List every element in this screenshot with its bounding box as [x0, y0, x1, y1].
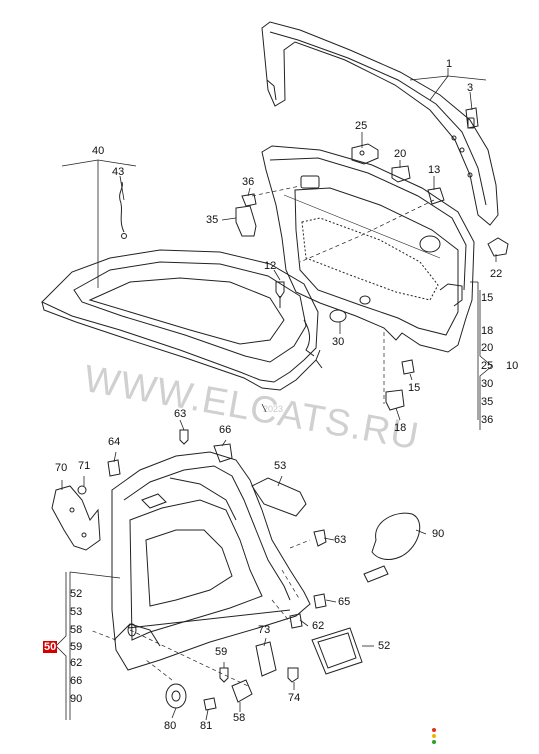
status-dot-red	[432, 728, 436, 732]
part-90-strap[interactable]	[363, 512, 421, 583]
part-62-clip[interactable]	[289, 613, 303, 629]
part-70-bracket[interactable]	[51, 485, 101, 551]
group10-item[interactable]: 15	[481, 292, 494, 304]
group50-item[interactable]: 53	[70, 606, 83, 618]
callout-73[interactable]: 73	[258, 624, 271, 636]
callout-43[interactable]: 43	[112, 166, 125, 178]
dashed-guides	[89, 185, 435, 687]
part-58-cap[interactable]	[231, 679, 253, 703]
part-12-screw[interactable]	[275, 281, 285, 308]
callout-20[interactable]: 20	[394, 148, 407, 160]
group10-total[interactable]: 10	[506, 360, 519, 372]
group10-item[interactable]: 35	[481, 396, 494, 408]
part-66-retainer[interactable]	[213, 443, 233, 463]
callout-58[interactable]: 58	[233, 712, 246, 724]
brace-group50	[55, 572, 67, 720]
callout-40[interactable]: 40	[92, 145, 105, 157]
parcel-shelf[interactable]	[41, 181, 323, 391]
part-22-lamp[interactable]	[487, 237, 509, 257]
callout-64[interactable]: 64	[108, 436, 121, 448]
callout-52[interactable]: 52	[378, 640, 391, 652]
part-3-buffer[interactable]	[465, 107, 479, 129]
callout-66[interactable]: 66	[219, 424, 232, 436]
part-52-cover[interactable]	[311, 627, 363, 675]
leader-lines	[61, 68, 497, 721]
group50-total[interactable]: 50	[43, 641, 58, 653]
callout-35[interactable]: 35	[206, 214, 219, 226]
part-35-cover[interactable]	[235, 205, 257, 237]
callout-74[interactable]: 74	[288, 692, 301, 704]
part-65-clip[interactable]	[313, 593, 327, 609]
part-64-clip[interactable]	[107, 459, 121, 477]
callout-63[interactable]: 63	[174, 408, 187, 420]
tailgate-trim-panel[interactable]	[261, 145, 475, 353]
part-63b-screw[interactable]	[313, 529, 327, 547]
part-36-clip[interactable]	[241, 193, 257, 207]
callout-1[interactable]: 1	[446, 58, 453, 70]
callout-63b[interactable]: 63	[334, 534, 347, 546]
part-73-bracket[interactable]	[255, 641, 277, 677]
group50-item[interactable]: 59	[70, 641, 83, 653]
group50-item[interactable]: 62	[70, 657, 83, 669]
status-dot-yellow	[432, 734, 436, 738]
group50-item[interactable]: 90	[70, 693, 83, 705]
callout-90[interactable]: 90	[432, 528, 445, 540]
part-25-hinge[interactable]	[351, 143, 379, 165]
callout-62[interactable]: 62	[312, 620, 325, 632]
callout-22[interactable]: 22	[490, 268, 503, 280]
part-59-screw[interactable]	[219, 667, 229, 683]
callout-13[interactable]: 13	[428, 164, 441, 176]
part-80-reel[interactable]	[165, 683, 187, 709]
group50-item[interactable]: 66	[70, 675, 83, 687]
part-63-screw[interactable]	[179, 429, 189, 445]
callout-70[interactable]: 70	[55, 462, 68, 474]
callout-15[interactable]: 15	[408, 382, 421, 394]
callout-81[interactable]: 81	[200, 720, 213, 732]
part-30-grommet[interactable]	[329, 309, 347, 323]
callout-71[interactable]: 71	[78, 460, 91, 472]
part-71-nut[interactable]	[77, 485, 87, 495]
status-dot-green	[432, 740, 436, 744]
group50-item[interactable]: 52	[70, 588, 83, 600]
callout-65[interactable]: 65	[338, 596, 351, 608]
group10-item[interactable]: 20	[481, 342, 494, 354]
brace-group10	[479, 290, 493, 430]
group50-item[interactable]: 58	[70, 624, 83, 636]
tailgate-frame[interactable]	[261, 21, 499, 226]
callout-25[interactable]: 25	[355, 120, 368, 132]
part-18-holder[interactable]	[385, 389, 405, 411]
group10-item[interactable]: 30	[481, 378, 494, 390]
callout-12[interactable]: 12	[264, 260, 277, 272]
part-81-screw[interactable]	[203, 697, 217, 711]
part-15-clip[interactable]	[401, 359, 415, 375]
part-53-cover[interactable]	[251, 477, 307, 517]
group10-item[interactable]: 25	[481, 360, 494, 372]
part-74-screw[interactable]	[287, 667, 299, 683]
group10-item[interactable]: 36	[481, 414, 494, 426]
callout-36[interactable]: 36	[242, 176, 255, 188]
year-stamp: 2023	[263, 404, 284, 414]
part-20-bracket[interactable]	[391, 165, 411, 183]
callout-30[interactable]: 30	[332, 336, 345, 348]
side-trim-panel[interactable]	[111, 451, 311, 671]
callout-59[interactable]: 59	[215, 646, 228, 658]
callout-18[interactable]: 18	[394, 422, 407, 434]
callout-53[interactable]: 53	[274, 460, 287, 472]
part-13-clip[interactable]	[427, 187, 445, 205]
status-indicator	[432, 728, 437, 746]
group10-item[interactable]: 18	[481, 325, 494, 337]
callout-3[interactable]: 3	[467, 82, 474, 94]
callout-80[interactable]: 80	[164, 720, 177, 732]
